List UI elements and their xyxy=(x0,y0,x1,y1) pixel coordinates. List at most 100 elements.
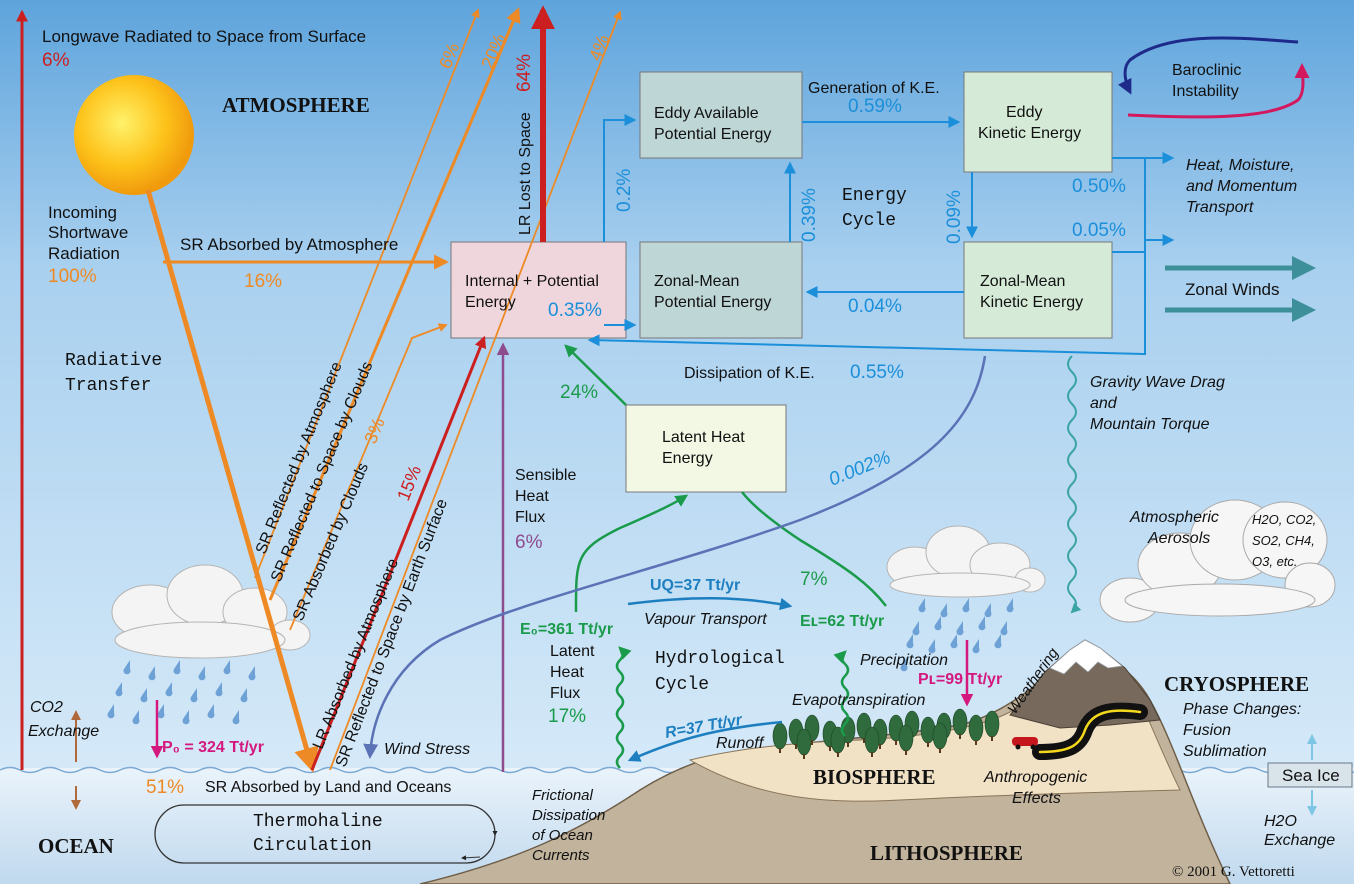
pct-039: 0.39% xyxy=(799,188,820,242)
rain-drop xyxy=(994,634,1002,649)
baroclinic-arrow-pink xyxy=(1127,63,1310,119)
incoming-label-3: Radiation xyxy=(48,244,120,263)
zm-ke-label-2: Kinetic Energy xyxy=(980,294,1083,311)
precip-label: Precipitation xyxy=(860,652,948,669)
rain-drop xyxy=(165,682,173,697)
latent-energy-label-2: Energy xyxy=(662,450,713,467)
sr-absorbed-atm-pct: 16% xyxy=(244,271,282,292)
middle-cloud-icon xyxy=(886,525,1046,598)
sea-ice-label: Sea Ice xyxy=(1282,766,1340,785)
po-label: P₀ = 324 Tt/yr xyxy=(162,739,264,756)
uq-label: UQ=37 Tt/yr xyxy=(650,577,740,594)
heat-transport-label-1: Heat, Moisture, xyxy=(1186,157,1294,174)
rain-drop xyxy=(223,660,231,675)
rain-drop xyxy=(115,682,123,697)
gases-label-1: H2O, CO2, xyxy=(1252,512,1316,527)
phase-label-3: Sublimation xyxy=(1183,743,1267,760)
radiative-label-1: Radiative xyxy=(65,351,162,371)
rain-drop xyxy=(972,639,980,654)
latent-to-internal-arrow xyxy=(564,344,627,406)
rain-drop xyxy=(950,634,958,649)
zonal-winds-label: Zonal Winds xyxy=(1185,280,1279,299)
rain-drop xyxy=(148,666,156,681)
evapo-label: Evapotranspiration xyxy=(792,692,926,709)
gravity-label-3: Mountain Torque xyxy=(1090,416,1210,433)
dissipation-label: Dissipation of K.E. xyxy=(684,365,815,382)
h2o-label-1: H2O xyxy=(1264,813,1297,830)
eo-label: E₀=361 Tt/yr xyxy=(520,621,613,638)
frict-label-3: of Ocean xyxy=(532,827,593,844)
forest-trees xyxy=(772,708,1000,759)
lr-lost-pct: 64% xyxy=(514,54,535,92)
rain-drop xyxy=(906,634,914,649)
internal-pct: 0.35% xyxy=(548,300,602,321)
sr-absorbed-clouds-arrow xyxy=(289,323,448,631)
zonal-mean-kinetic-energy-box xyxy=(963,241,1113,339)
rain-drop xyxy=(928,639,936,654)
radiative-label-2: Transfer xyxy=(65,376,151,396)
sensible-label-1: Sensible xyxy=(515,467,576,484)
sr-reflected-atmosphere-arrow xyxy=(254,8,480,579)
gases-label-3: O3, etc. xyxy=(1252,554,1298,569)
sr-abs-land-label: SR Absorbed by Land and Oceans xyxy=(205,779,451,796)
zm-pe-label-2: Potential Energy xyxy=(654,294,771,311)
tree-icon xyxy=(932,722,948,753)
car-icon xyxy=(1012,737,1038,750)
aerosols-label-2: Aerosols xyxy=(1147,530,1210,547)
atmosphere-label: ATMOSPHERE xyxy=(222,93,370,117)
sr-absorbed-atm-label: SR Absorbed by Atmosphere xyxy=(180,235,398,254)
cryosphere-label: CRYOSPHERE xyxy=(1164,672,1309,696)
internal-label-2: Energy xyxy=(465,294,516,311)
wind-stress-label: Wind Stress xyxy=(384,741,470,758)
sea-ice-block xyxy=(1267,762,1353,788)
ocean-evap-to-latent-arrow xyxy=(574,494,689,613)
energy-cycle-label-2: Cycle xyxy=(842,211,896,231)
gen-ke-pct: 0.59% xyxy=(848,96,902,117)
frict-label-2: Dissipation xyxy=(532,807,605,824)
baroclinic-label-2: Instability xyxy=(1172,83,1239,100)
rain-drop xyxy=(962,598,970,613)
sensible-pct: 6% xyxy=(515,532,543,553)
energy-cycle-label-1: Energy xyxy=(842,186,907,206)
vapour-transport-arrow xyxy=(627,596,793,611)
dissipation-arrow xyxy=(587,158,1146,356)
tree-icon xyxy=(984,710,1000,741)
thermo-label-1: Thermohaline xyxy=(253,812,383,832)
rain-drop xyxy=(1006,598,1014,613)
rain-drop xyxy=(1000,621,1008,636)
rain-drop xyxy=(157,704,165,719)
baroclinic-arrow-navy xyxy=(1117,36,1299,95)
pct-7: 7% xyxy=(800,569,828,590)
incoming-label-1: Incoming xyxy=(48,203,117,222)
dissipation-pct: 0.55% xyxy=(850,362,904,383)
rain-drop xyxy=(182,710,190,725)
tree-icon xyxy=(898,724,914,755)
eddy-kinetic-energy-box xyxy=(963,71,1113,173)
pct-02: 0.2% xyxy=(614,169,635,212)
anthro-label-1: Anthropogenic xyxy=(983,769,1087,786)
internal-potential-energy-box xyxy=(450,241,627,339)
ocean-label: OCEAN xyxy=(38,834,114,858)
rain-drop xyxy=(956,621,964,636)
rain-drop xyxy=(215,682,223,697)
rain-drop xyxy=(198,666,206,681)
gases-label-2: SO2, CH4, xyxy=(1252,533,1315,548)
rain-drop xyxy=(934,616,942,631)
eddy-available-potential-energy-box xyxy=(639,71,803,159)
zonal-mean-potential-energy-box xyxy=(639,241,803,339)
latent-flux-squiggle xyxy=(615,646,632,769)
eddy-ape-label-2: Potential Energy xyxy=(654,126,771,143)
copyright-label: © 2001 G. Vettoretti xyxy=(1172,864,1295,880)
latent-flux-label-1: Latent xyxy=(550,643,595,660)
el-label: Eʟ=62 Tt/yr xyxy=(800,613,884,630)
co2-label-1: CO2 xyxy=(30,699,63,716)
rain-drop xyxy=(940,603,948,618)
heat-transport-label-2: and Momentum xyxy=(1186,178,1297,195)
rain-drop xyxy=(190,688,198,703)
longwave-surface-label: Longwave Radiated to Space from Surface xyxy=(42,27,366,46)
latent-flux-label-3: Flux xyxy=(550,685,580,702)
rain-drop xyxy=(918,598,926,613)
rain-drop xyxy=(207,704,215,719)
eddy-ape-label-1: Eddy Available xyxy=(654,105,759,122)
